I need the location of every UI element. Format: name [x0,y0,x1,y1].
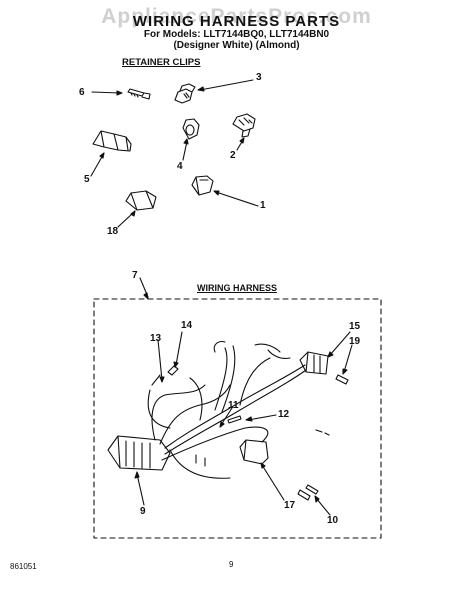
leader-lines-retainer [90,79,259,228]
callout-13: 13 [150,333,162,344]
callout-18: 18 [107,226,119,237]
models-line: For Models: LLT7144BQ0, LLT7144BN0 [143,29,330,40]
callout-7: 7 [132,270,138,281]
callout-9: 9 [140,506,146,517]
callout-15: 15 [349,321,361,332]
callout-5: 5 [84,174,90,185]
part-3-clip [174,83,196,104]
callout-12: 12 [278,409,290,420]
wiring-harness-assembly [107,341,349,501]
part-2-clip [232,113,256,138]
footer-doc-number: 861051 [10,562,37,571]
part-1-clip [191,175,214,196]
callout-2: 2 [230,150,236,161]
callout-3: 3 [256,72,262,83]
callout-10: 10 [327,515,339,526]
watermark-text: AppliancePartsPros.com [101,5,372,28]
callout-14: 14 [181,320,193,331]
part-18-clip [125,190,157,211]
callout-4: 4 [177,161,183,172]
callout-6: 6 [79,87,85,98]
section-title-wiring-harness: WIRING HARNESS [197,283,278,293]
callout-17: 17 [284,500,296,511]
section-title-retainer-clips: RETAINER CLIPS [122,57,201,68]
part-4-clip [182,118,200,140]
finish-line: (Designer White) (Almond) [173,40,300,51]
footer-page-number: 9 [229,560,234,569]
leader-lines-harness [134,331,353,516]
page-title: WIRING HARNESS PARTS [132,13,341,30]
part-6-screw [127,88,151,100]
harness-boundary-box [93,298,382,539]
callout-11: 11 [228,400,239,411]
part-5-clip [92,130,132,152]
callout-19: 19 [349,336,361,347]
callout-1: 1 [260,200,266,211]
